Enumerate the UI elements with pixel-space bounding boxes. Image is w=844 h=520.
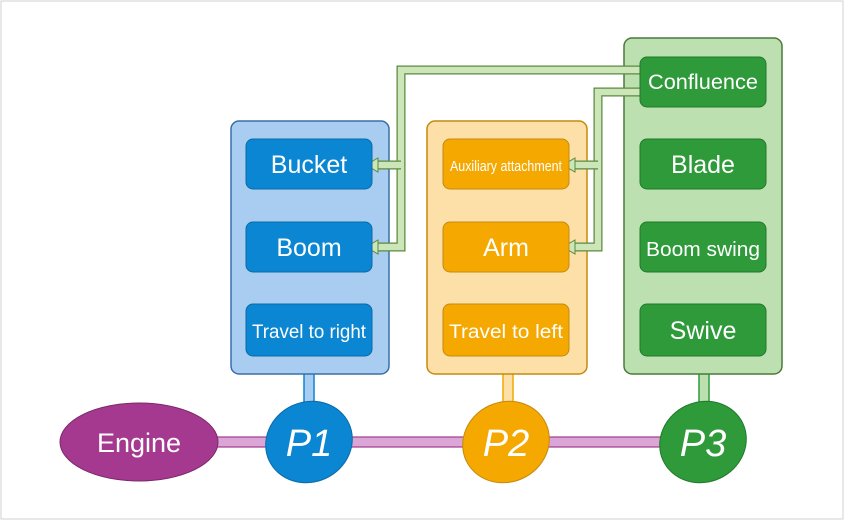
group-1-blocks: Bucket Boom Travel to right [245, 138, 373, 357]
auxiliary-attachment-block [442, 138, 570, 190]
boom-swing-label: Boom swing [646, 239, 760, 261]
engine-label: Engine [97, 428, 181, 458]
pump-p2-ellipse [462, 400, 550, 484]
swive-block [639, 303, 767, 357]
confluence-lines [376, 65, 643, 252]
bucket-block [245, 138, 373, 190]
auxiliary-attachment-label: Auxiliary attachment [450, 158, 563, 175]
arm-label: Arm [483, 234, 529, 262]
pump-p3: P3 [659, 400, 747, 484]
pump-p1-ellipse [265, 400, 353, 484]
arm-block [442, 221, 570, 273]
engine-ellipse [59, 402, 219, 482]
pump-p1: P1 [265, 400, 353, 484]
blade-label: Blade [671, 151, 735, 179]
confluence-block [639, 56, 767, 108]
travel-left-label: Travel to left [449, 322, 564, 343]
panel-group-3 [623, 37, 783, 375]
pump-p2: P2 [462, 400, 550, 484]
boom-label: Boom [276, 234, 341, 262]
pump-p3-ellipse [659, 400, 747, 484]
confluence-label: Confluence [648, 71, 758, 94]
travel-right-label: Travel to right [252, 322, 367, 343]
pump-p2-label: P2 [483, 423, 529, 465]
group-2-blocks: Auxiliary attachment Arm Travel to left [442, 138, 570, 357]
swive-label: Swive [670, 317, 737, 345]
bucket-label: Bucket [271, 151, 347, 179]
pump-p3-label: P3 [680, 423, 726, 465]
pump-p1-label: P1 [286, 423, 332, 465]
travel-right-block [245, 303, 373, 357]
group-3-blocks: Confluence Blade Boom swing Swive [639, 56, 767, 357]
boom-swing-block [639, 221, 767, 273]
boom-block [245, 221, 373, 273]
blade-block [639, 138, 767, 190]
travel-left-block [442, 303, 570, 357]
